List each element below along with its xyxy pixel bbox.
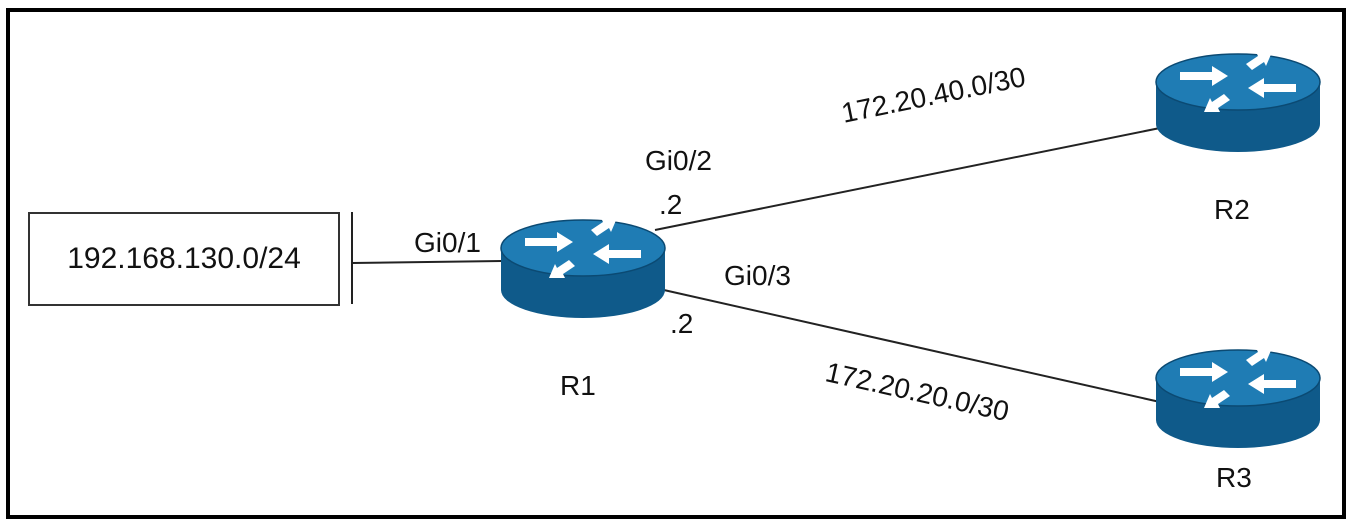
- r1-gi03-host-octet: .2: [670, 308, 694, 339]
- lan-subnet-box: 192.168.130.0/24: [28, 212, 340, 306]
- router-r3-icon: [1155, 347, 1321, 449]
- router-r2-label: R2: [1214, 194, 1250, 225]
- interface-gi03-label: Gi0/3: [724, 260, 791, 291]
- router-r1-label: R1: [560, 370, 596, 401]
- lan-subnet-label: 192.168.130.0/24: [67, 242, 301, 275]
- link-r1-r3: [654, 287, 1161, 403]
- router-r1-icon: [500, 217, 666, 319]
- router-r2-icon: [1155, 51, 1321, 153]
- diagram-frame: [6, 8, 1346, 519]
- link-r1-r2: [654, 127, 1161, 231]
- interface-gi01-label: Gi0/1: [414, 227, 481, 258]
- r1-gi02-host-octet: .2: [659, 189, 683, 220]
- lan-link: [351, 260, 503, 264]
- interface-gi02-label: Gi0/2: [645, 145, 712, 176]
- router-r3-label: R3: [1216, 462, 1252, 493]
